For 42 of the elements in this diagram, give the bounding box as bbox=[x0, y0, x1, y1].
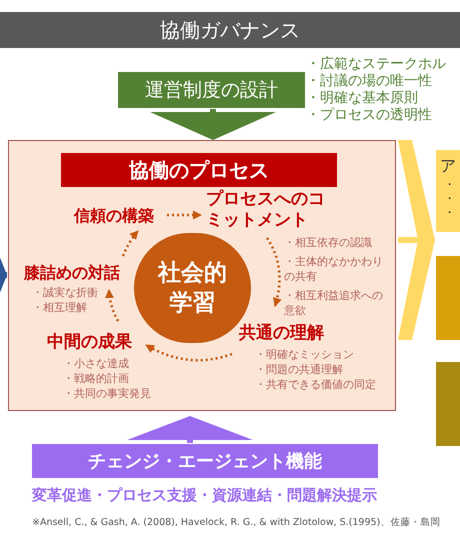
bullet-text: ・主体的なかかわりの共有 bbox=[284, 254, 384, 284]
process-panel bbox=[8, 140, 396, 411]
outcome-box bbox=[436, 256, 460, 340]
bullet-text: ・ bbox=[443, 192, 456, 206]
step-title: 中間の成果 bbox=[47, 331, 133, 354]
bullet-text: ・相互依存の認識 bbox=[284, 235, 373, 250]
bullet-text: ・広範なステークホル bbox=[306, 56, 446, 73]
box-title: ア bbox=[440, 155, 457, 177]
step-title: 膝詰めの対話 bbox=[24, 262, 121, 284]
source-note: ※Ansell, C., & Gash, A. (2008), Havelock, R. G., & with Zlotolow, S.(1995)、佐藤・島岡 bbox=[32, 516, 440, 530]
step-title: プロセスへのコミットメント bbox=[206, 189, 326, 231]
bullet-text: ・戦略的計画 bbox=[63, 370, 130, 386]
dotted-arrow bbox=[145, 344, 232, 362]
bullet-text: ・ bbox=[443, 206, 456, 220]
bullet-text: ・ bbox=[443, 178, 456, 192]
function-list: 変革促進・プロセス支援・資源連結・問題解決提示 bbox=[32, 484, 377, 506]
bullet-text: ・明確な基本原則 bbox=[306, 90, 419, 107]
bullet-text: ・誠実な折衝 bbox=[32, 285, 99, 300]
bullet-text: ・プロセスの透明性 bbox=[306, 107, 433, 124]
bullet-text: ・問題の共通理解 bbox=[255, 362, 344, 376]
bullet-text: ・共同の事実発見 bbox=[63, 386, 152, 400]
step-title: 共通の理解 bbox=[239, 322, 325, 345]
dotted-arrow bbox=[266, 237, 282, 307]
bullet-text: ・小さな達成 bbox=[63, 356, 130, 370]
box-label: 運営制度の設計 bbox=[145, 78, 278, 103]
title-bar: 協働ガバナンス bbox=[0, 12, 460, 48]
dotted-arrow bbox=[105, 289, 120, 322]
process-header: 協働のプロセス bbox=[61, 153, 337, 187]
block-arrow bbox=[150, 109, 276, 140]
outcome-box bbox=[436, 362, 460, 446]
step-title: 信頼の構築 bbox=[74, 205, 155, 227]
outcome-box bbox=[436, 150, 460, 232]
dotted-arrow bbox=[167, 210, 202, 220]
box-label: チェンジ・エージェント機能 bbox=[88, 450, 322, 474]
bullet-text: ・討議の場の唯一性 bbox=[306, 73, 433, 90]
dotted-arrow bbox=[122, 230, 139, 256]
bullet-text: ・相互理解 bbox=[32, 300, 88, 315]
block-arrow bbox=[127, 416, 253, 443]
circle-label: 社会的学習 bbox=[158, 259, 228, 318]
bullet-text: ・明確なミッション bbox=[255, 346, 355, 362]
bullet-text: ・相互利益追求への意欲 bbox=[284, 288, 384, 318]
bullet-text: ・共有できる価値の同定 bbox=[255, 376, 377, 392]
